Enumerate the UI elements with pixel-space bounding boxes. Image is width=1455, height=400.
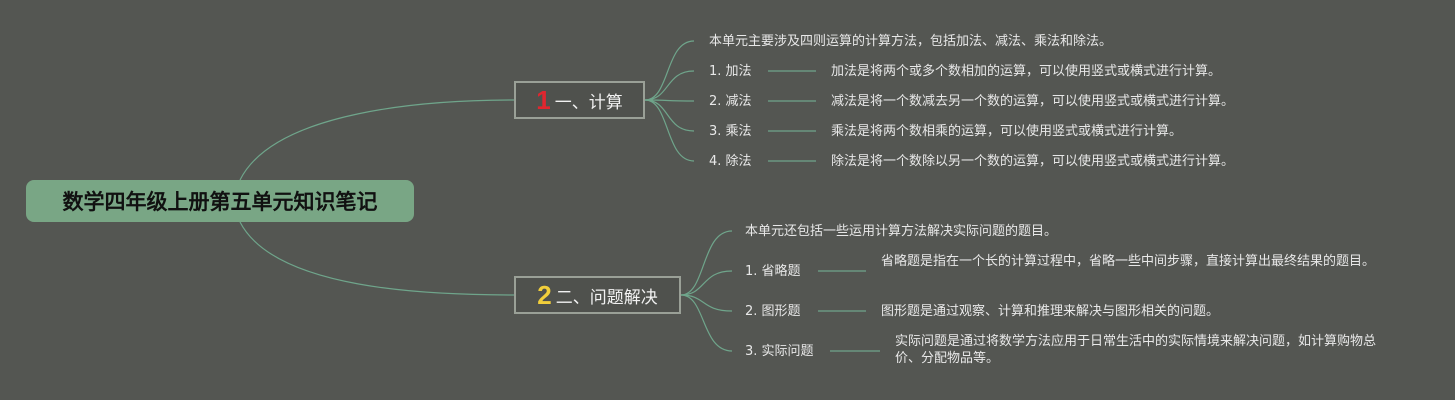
branch-intro[interactable]: 本单元还包括一些运用计算方法解决实际问题的题目。 [745, 224, 1058, 239]
topic-desc-subtraction[interactable]: 减法是将一个数减去另一个数的运算，可以使用竖式或横式进行计算。 [831, 94, 1235, 109]
topic-label-omission[interactable]: 1. 省略题 [745, 264, 801, 279]
link-branch-1-child-1 [644, 70, 695, 101]
topic-desc-division[interactable]: 除法是将一个数除以另一个数的运算，可以使用竖式或横式进行计算。 [831, 154, 1235, 169]
root-title: 数学四年级上册第五单元知识笔记 [62, 190, 378, 214]
branch-intro[interactable]: 本单元主要涉及四则运算的计算方法，包括加法、减法、乘法和除法。 [709, 34, 1113, 49]
topic-desc-omission[interactable]: 省略题是指在一个长的计算过程中，省略一些中间步骤，直接计算出最终结果的题目。 [881, 254, 1376, 269]
topic-label-addition[interactable]: 1. 加法 [709, 64, 752, 79]
link-root-to-branch-1 [239, 99, 515, 181]
branch-node-calculation[interactable]: 1 一、计算 [514, 81, 645, 119]
badge-number-1: 1 [536, 85, 551, 115]
link-root-to-branch-2 [239, 221, 515, 296]
branch-label: 一、计算 [554, 92, 623, 113]
link-branch-2-child-0 [680, 230, 733, 296]
topic-label-geometry[interactable]: 2. 图形题 [745, 304, 801, 319]
topic-desc-multiplication[interactable]: 乘法是将两个数相乘的运算，可以使用竖式或横式进行计算。 [831, 124, 1183, 139]
root-node[interactable]: 数学四年级上册第五单元知识笔记 [26, 180, 414, 222]
topic-label-multiplication[interactable]: 3. 乘法 [709, 124, 752, 139]
topic-desc-practical[interactable]: 实际问题是通过将数学方法应用于日常生活中的实际情境来解决问题，如计算购物总价、分… [895, 334, 1377, 366]
link-branch-2-child-3 [680, 294, 733, 352]
topic-desc-addition[interactable]: 加法是将两个或多个数相加的运算，可以使用竖式或横式进行计算。 [831, 64, 1222, 79]
topic-desc-geometry[interactable]: 图形题是通过观察、计算和推理来解决与图形相关的问题。 [881, 304, 1220, 319]
badge-number-2: 2 [537, 280, 552, 310]
link-branch-2-child-2 [680, 294, 733, 312]
branch-node-problem-solving[interactable]: 2 二、问题解决 [514, 276, 681, 314]
link-branch-1-child-3 [644, 99, 695, 132]
link-branch-2-child-1 [680, 270, 733, 296]
link-branch-1-child-4 [644, 99, 695, 162]
branch-label: 二、问题解决 [555, 287, 658, 308]
topic-label-practical[interactable]: 3. 实际问题 [745, 344, 814, 359]
topic-label-division[interactable]: 4. 除法 [709, 154, 752, 169]
link-branch-1-child-0 [644, 40, 695, 101]
topic-label-subtraction[interactable]: 2. 减法 [709, 94, 752, 109]
